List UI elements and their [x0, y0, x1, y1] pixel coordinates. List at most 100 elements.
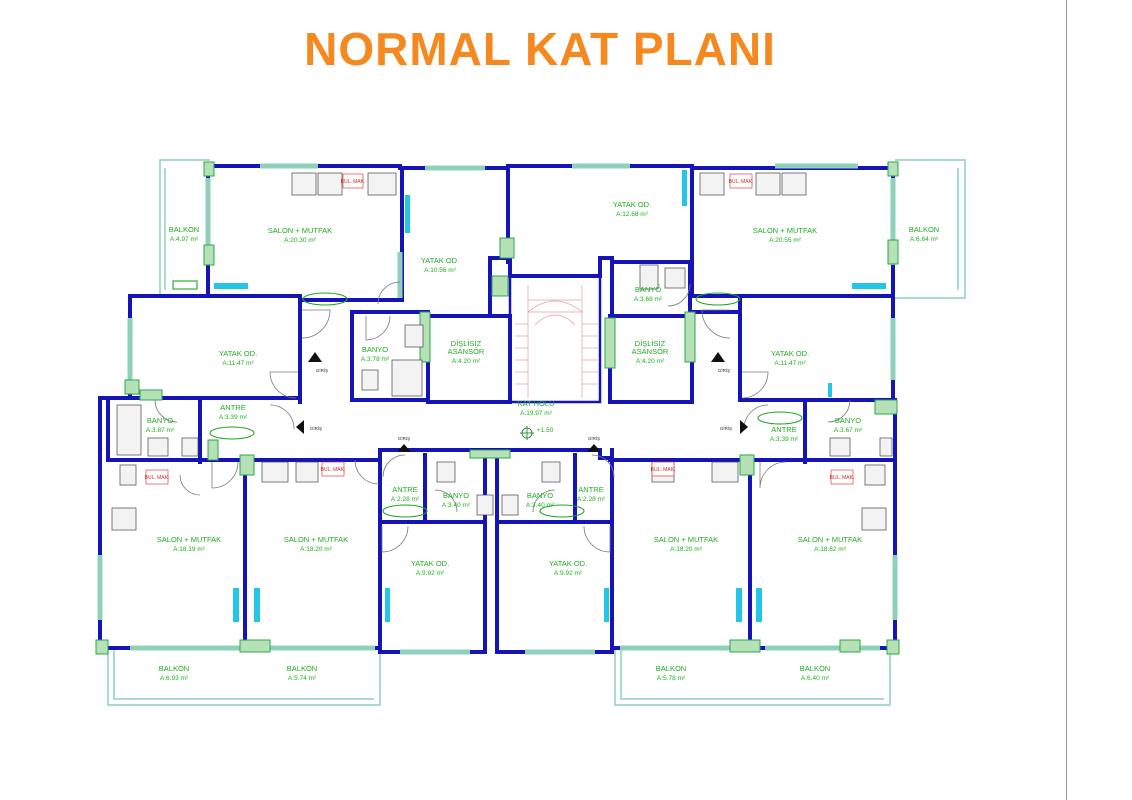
giris-label: GİRİŞ	[398, 435, 410, 441]
room-name: BALKON	[800, 664, 830, 673]
room-name: BANYO	[527, 491, 553, 500]
bul-mak-label: BUL. MAK.	[729, 179, 754, 185]
room-area: A:3.67 m²	[834, 427, 863, 434]
room-area: A:2.28 m²	[391, 496, 420, 503]
room-area: A:9.92 m²	[554, 570, 583, 577]
room-label-yatak-oda-tr: YATAK OD. A:12.68 m²	[613, 200, 651, 218]
room-label-salon-mutfak-brc: SALON + MUTFAK A:18.20 m²	[654, 535, 718, 553]
room-name: YATAK OD.	[421, 256, 459, 265]
room-area: A:20.55 m²	[769, 237, 802, 244]
room-area: A:9.92 m²	[416, 570, 445, 577]
room-name: KAT HOLU	[518, 399, 555, 408]
room-name: SALON + MUTFAK	[654, 535, 718, 544]
room-area: A:11.47 m²	[774, 360, 806, 367]
room-name: YATAK OD.	[771, 349, 809, 358]
room-area: A:2.28 m²	[577, 496, 606, 503]
room-label-yatak-oda-bcl: YATAK OD. A:9.92 m²	[411, 559, 449, 577]
room-area: A:3.39 m²	[219, 414, 248, 421]
room-name: YATAK OD.	[613, 200, 651, 209]
room-name: BANYO	[362, 345, 388, 354]
entrance-arrow-icon	[296, 420, 304, 434]
wardrobes	[214, 170, 886, 622]
room-label-balkon-bl1: BALKON A:6.93 m²	[159, 664, 189, 682]
room-area: A:20.30 m²	[284, 237, 317, 244]
room-area: A:6.93 m²	[160, 675, 189, 682]
room-label-balkon-br2: BALKON A:6.40 m²	[800, 664, 830, 682]
room-label-banyo-r: BANYO A:3.67 m²	[834, 416, 863, 434]
room-area: A:3.40 m²	[442, 502, 471, 509]
room-labels: BALKON A:4.97 m² SALON + MUTFAK A:20.30 m² Y…	[146, 200, 939, 682]
room-name: SALON + MUTFAK	[268, 226, 332, 235]
room-area: A:3.68 m²	[634, 296, 663, 303]
room-area: A:18.20 m²	[300, 546, 333, 553]
appliance-labels: BUL. MAK. BUL. MAK. BUL. MAK. BUL. MAK. …	[145, 173, 855, 485]
room-name: BALKON	[909, 225, 939, 234]
room-area: A:11.47 m²	[222, 360, 254, 367]
fixtures	[111, 172, 893, 531]
room-area: A:3.87 m²	[146, 427, 175, 434]
bul-mak-label: BUL. MAK.	[651, 467, 676, 473]
room-name: SALON + MUTFAK	[284, 535, 348, 544]
giris-label: GİRİŞ	[718, 367, 730, 373]
bul-mak-label: BUL. MAK.	[341, 179, 366, 185]
room-area: A:3.39 m²	[770, 436, 799, 443]
room-label-banyo-c2: BANYO A:3.68 m²	[634, 285, 663, 303]
room-name: SALON + MUTFAK	[753, 226, 817, 235]
mes-ellipses	[172, 280, 803, 518]
room-name: BALKON	[656, 664, 686, 673]
room-name: BALKON	[159, 664, 189, 673]
elevation-marker: +1.50	[520, 426, 554, 440]
giris-label: GİRİŞ	[588, 435, 600, 441]
room-area: A:4.97 m²	[170, 236, 199, 243]
room-label-kat-holu: KAT HOLU A:19.97 m²	[518, 399, 555, 417]
room-name: ANTRE	[392, 485, 417, 494]
room-area: A:19.97 m²	[520, 410, 553, 417]
room-area: A:10.56 m²	[424, 267, 457, 274]
room-name: BANYO	[635, 285, 661, 294]
room-area: A:12.68 m²	[616, 211, 649, 218]
balconies	[107, 159, 966, 706]
page-title: NORMAL KAT PLANI	[304, 23, 776, 75]
room-area: A:5.74 m²	[288, 675, 317, 682]
room-area: A:6.40 m²	[801, 675, 830, 682]
room-area: A:6.64 m²	[910, 236, 939, 243]
room-label-antre-r: ANTRE A:3.39 m²	[770, 425, 799, 443]
page-frame-line	[1066, 0, 1067, 800]
giris-label: GİRİŞ	[310, 425, 322, 431]
room-name: BANYO	[835, 416, 861, 425]
room-label-yatak-oda-tc: YATAK OD. A:10.56 m²	[421, 256, 459, 274]
room-area: A:5.78 m²	[657, 675, 686, 682]
room-label-yatak-oda-ml: YATAK OD.A:11.47 m²	[219, 349, 257, 367]
room-name: SALON + MUTFAK	[798, 535, 862, 544]
room-name: YATAK OD.	[411, 559, 449, 568]
room-name: SALON + MUTFAK	[157, 535, 221, 544]
room-name: ANTRE	[771, 425, 796, 434]
room-name: BALKON	[169, 225, 199, 234]
room-label-salon-mutfak-tr: SALON + MUTFAK A:20.55 m²	[753, 226, 817, 244]
room-label-balkon-tr: BALKON A:6.64 m²	[909, 225, 939, 243]
room-area: A:18.20 m²	[670, 546, 703, 553]
room-label-salon-mutfak-tl: SALON + MUTFAK A:20.30 m²	[268, 226, 332, 244]
room-label-antre-cl: ANTRE A:2.28 m²	[391, 485, 420, 503]
entrance-arrow-icon	[711, 352, 725, 362]
room-name: YATAK OD.	[549, 559, 587, 568]
columns	[95, 161, 900, 655]
room-name: BALKON	[287, 664, 317, 673]
room-area: A:4.20 m²	[452, 358, 481, 365]
staircase	[515, 285, 598, 398]
room-area: A:4.20 m²	[636, 358, 665, 365]
bul-mak-label: BUL. MAK.	[830, 475, 855, 481]
bul-mak-label: BUL. MAK.	[145, 475, 170, 481]
